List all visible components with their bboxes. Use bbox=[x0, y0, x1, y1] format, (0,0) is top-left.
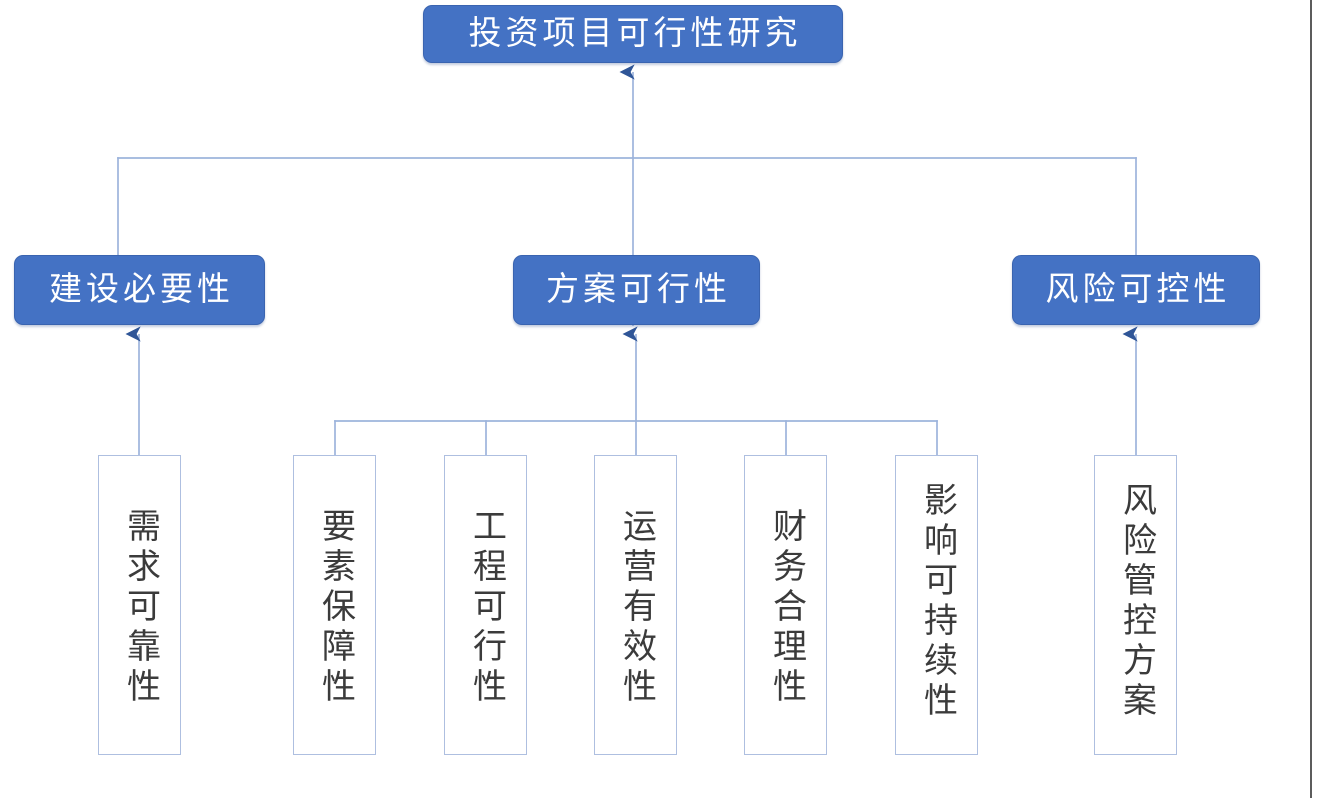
node-leaf-impact-sustainability[interactable]: 影响可持续性 bbox=[895, 455, 978, 755]
node-leaf-operation-effectiveness[interactable]: 运营有效性 bbox=[594, 455, 677, 755]
node-leaf-label: 需求可靠性 bbox=[121, 508, 159, 708]
node-leaf-label: 运营有效性 bbox=[617, 508, 655, 708]
page-edge-rule bbox=[1310, 0, 1312, 798]
node-leaf-label: 财务合理性 bbox=[767, 508, 805, 708]
node-leaf-demand-reliability[interactable]: 需求可靠性 bbox=[98, 455, 181, 755]
node-branch-risk-controllability[interactable]: 风险可控性 bbox=[1012, 255, 1260, 325]
node-leaf-financial-rationality[interactable]: 财务合理性 bbox=[744, 455, 827, 755]
node-leaf-risk-control-plan[interactable]: 风险管控方案 bbox=[1094, 455, 1177, 755]
node-root[interactable]: 投资项目可行性研究 bbox=[423, 5, 843, 63]
node-leaf-label: 工程可行性 bbox=[467, 508, 505, 708]
node-branch-construction-necessity[interactable]: 建设必要性 bbox=[14, 255, 265, 325]
node-leaf-engineering-feasibility[interactable]: 工程可行性 bbox=[444, 455, 527, 755]
node-leaf-label: 风险管控方案 bbox=[1117, 482, 1155, 722]
node-branch-plan-feasibility[interactable]: 方案可行性 bbox=[513, 255, 760, 325]
node-leaf-label: 要素保障性 bbox=[316, 508, 354, 708]
node-leaf-factor-assurance[interactable]: 要素保障性 bbox=[293, 455, 376, 755]
node-leaf-label: 影响可持续性 bbox=[918, 482, 956, 722]
